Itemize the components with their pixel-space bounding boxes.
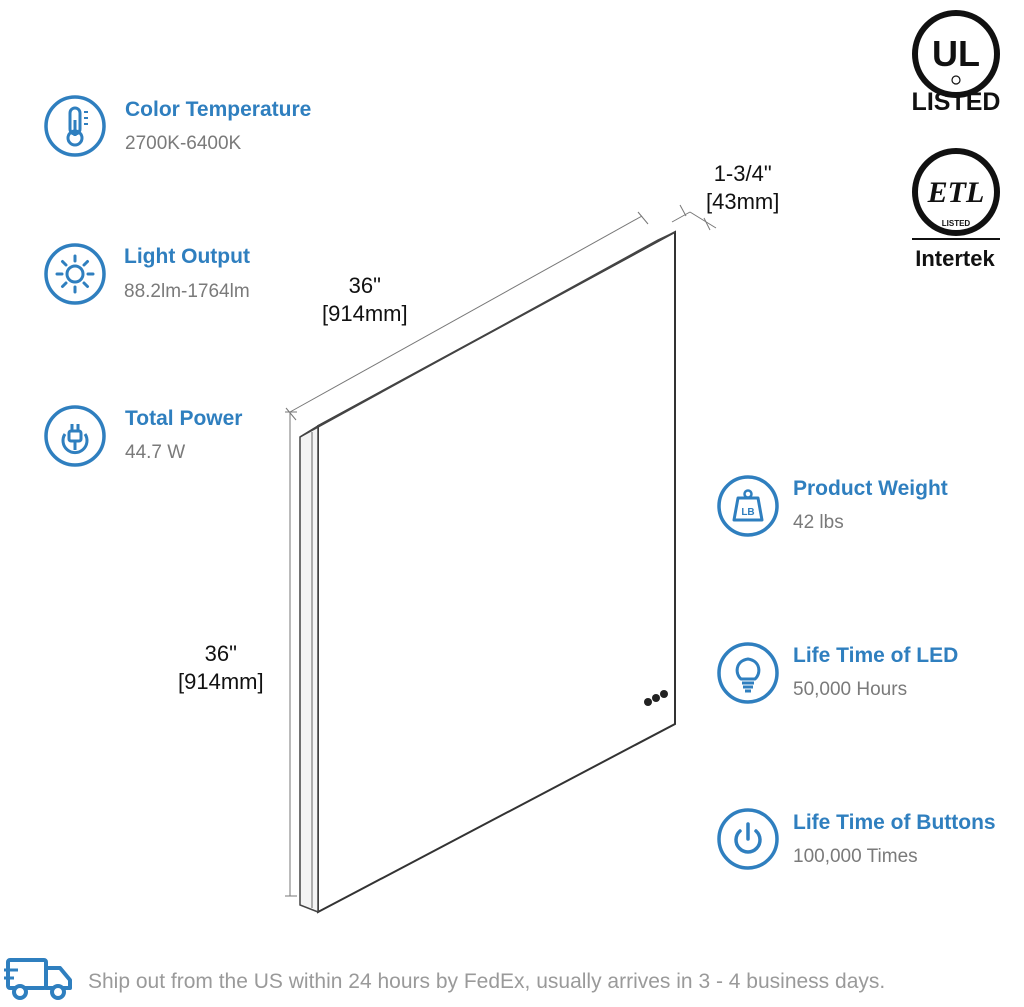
height-mm: [914mm] <box>178 669 264 694</box>
depth-mm: [43mm] <box>706 189 780 214</box>
touch-button <box>652 694 660 702</box>
touch-button <box>644 698 652 706</box>
sun-icon <box>44 243 106 305</box>
product-weight-value: 42 lbs <box>793 512 844 533</box>
width-inches: 36" <box>348 273 381 298</box>
dimension-lines <box>285 204 717 897</box>
weight-icon: LB <box>717 475 779 537</box>
etl-listed: LISTED <box>942 219 971 228</box>
plug-icon <box>44 405 106 467</box>
etl-logo: ETL LISTED <box>912 148 1000 236</box>
ul-mark: UL <box>932 33 980 74</box>
total-power-title: Total Power <box>125 407 243 430</box>
life-led-title: Life Time of LED <box>793 644 959 667</box>
color-temperature-title: Color Temperature <box>125 98 312 121</box>
height-inches: 36" <box>204 641 237 666</box>
truck-icon <box>4 958 72 1000</box>
etl-divider <box>912 238 1000 240</box>
life-buttons-title: Life Time of Buttons <box>793 811 996 834</box>
width-mm: [914mm] <box>322 301 408 326</box>
ul-logo: UL <box>912 10 1000 98</box>
touch-button <box>660 690 668 698</box>
product-weight-title: Product Weight <box>793 477 948 500</box>
width-label: 36" [914mm] <box>322 272 408 328</box>
life-led-value: 50,000 Hours <box>793 679 908 700</box>
thermometer-icon <box>44 95 106 157</box>
life-buttons-value: 100,000 Times <box>793 846 918 867</box>
mirror-panel <box>299 230 676 914</box>
height-label: 36" [914mm] <box>178 640 264 696</box>
lightbulb-icon <box>717 642 779 704</box>
power-icon <box>717 808 779 870</box>
intertek-label: Intertek <box>915 246 995 271</box>
color-temperature-value: 2700K-6400K <box>125 133 242 154</box>
light-output-value: 88.2lm-1764lm <box>124 281 250 302</box>
shipping-note: Ship out from the US within 24 hours by … <box>88 970 886 993</box>
depth-inches: 1-3/4" <box>713 161 772 186</box>
ul-listed-label: LISTED <box>911 88 1001 116</box>
light-output-title: Light Output <box>124 245 250 268</box>
depth-label: 1-3/4" [43mm] <box>706 160 779 216</box>
weight-icon-label: LB <box>741 507 754 518</box>
total-power-value: 44.7 W <box>125 442 186 463</box>
etl-mark: ETL <box>927 176 985 209</box>
